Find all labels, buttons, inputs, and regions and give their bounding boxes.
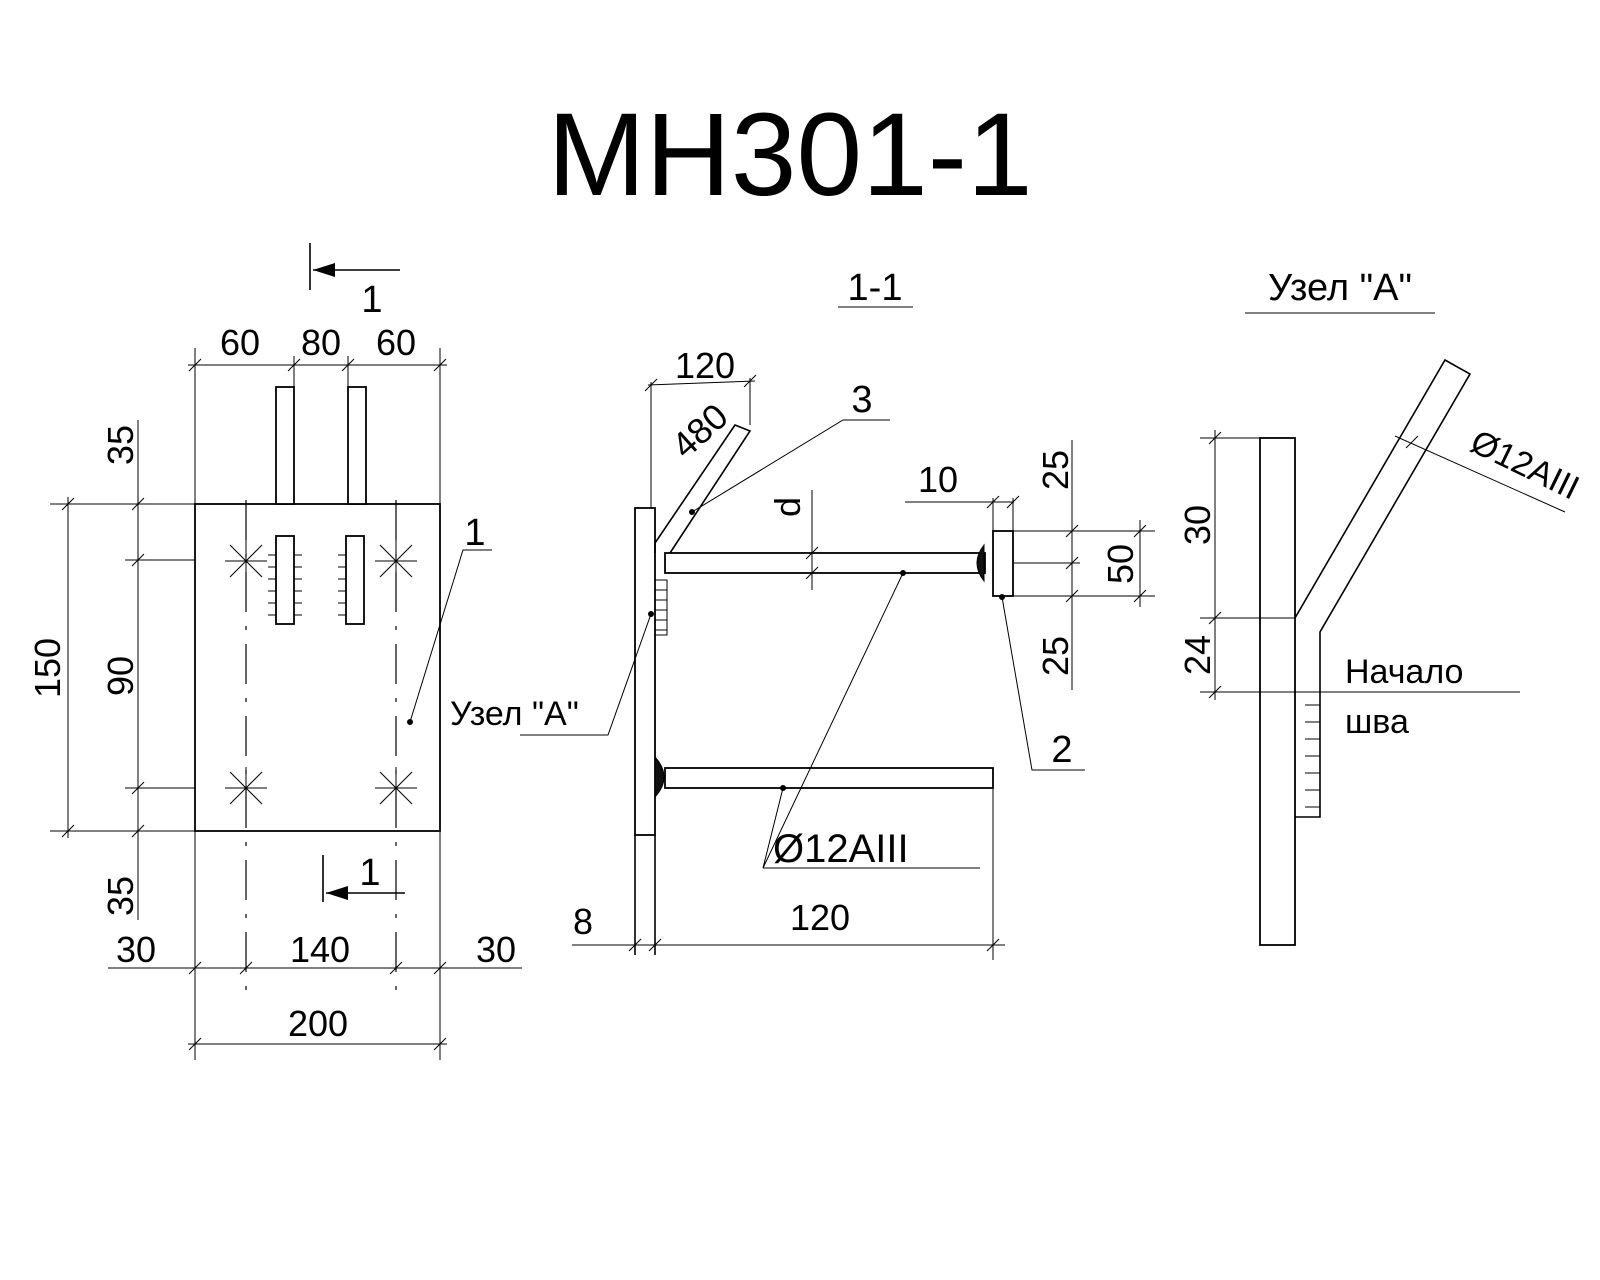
dim-120-top: 120 — [675, 345, 735, 386]
anchor-markers — [225, 540, 417, 809]
weld-ticks — [268, 554, 346, 616]
dim-top-left: 60 — [220, 322, 260, 363]
dim-left-35-top: 35 — [100, 425, 141, 465]
dim-left-35-bottom: 35 — [100, 876, 141, 916]
dim-bottom-middle: 140 — [290, 929, 350, 970]
anchor-bar-left — [275, 386, 295, 505]
end-plate — [992, 530, 1014, 597]
section-mark-bottom: 1 — [359, 852, 380, 894]
anchor-bar-right — [347, 386, 367, 505]
dim-10: 10 — [918, 459, 958, 500]
section-view: 1-1 120 480 3 d 10 — [450, 267, 1155, 960]
dim-24: 24 — [1177, 635, 1218, 675]
dim-left-outer: 150 — [27, 638, 68, 698]
callout-1: 1 — [464, 512, 485, 554]
dim-120-bottom: 120 — [790, 897, 850, 938]
dim-30: 30 — [1177, 505, 1218, 545]
dim-bottom-left: 30 — [116, 929, 156, 970]
rebar-label-node: Ø12АIII — [1465, 423, 1585, 508]
dim-480: 480 — [664, 395, 736, 466]
dim-total: 200 — [288, 1003, 348, 1044]
dim-left-90: 90 — [100, 656, 141, 696]
node-weld-ticks — [1305, 704, 1320, 808]
callout-2: 2 — [1051, 729, 1072, 771]
lower-bar — [664, 767, 994, 789]
dim-top-right: 60 — [376, 322, 416, 363]
dim-bottom-right: 30 — [476, 929, 516, 970]
dim-8: 8 — [573, 901, 593, 942]
node-a-view: Узел "А" Ø12АIII 30 24 Начало шва — [1177, 267, 1585, 946]
section-plate — [634, 507, 656, 836]
upper-bar — [664, 552, 986, 574]
dim-25-top: 25 — [1035, 450, 1076, 490]
rebar-label-section: Ø12АIII — [773, 827, 909, 871]
drawing-title: МН301-1 — [547, 89, 1032, 221]
dim-25-bottom: 25 — [1035, 636, 1076, 676]
dim-top-middle: 80 — [301, 322, 341, 363]
weld-stub-left — [275, 535, 295, 625]
weld-stub-right — [345, 535, 365, 625]
dim-50: 50 — [1100, 544, 1141, 584]
weld-start-line2: шва — [1345, 703, 1409, 741]
node-title: Узел "А" — [1268, 267, 1412, 309]
section-mark-top: 1 — [361, 279, 382, 321]
dim-d: d — [767, 497, 808, 517]
weld-start-line1: Начало — [1345, 653, 1463, 691]
plan-view: 60 80 60 1 150 35 90 35 1 1 30 140 30 20… — [27, 243, 522, 1060]
section-title: 1-1 — [848, 267, 903, 309]
node-reference: Узел "А" — [450, 695, 579, 733]
callout-3: 3 — [851, 379, 872, 421]
